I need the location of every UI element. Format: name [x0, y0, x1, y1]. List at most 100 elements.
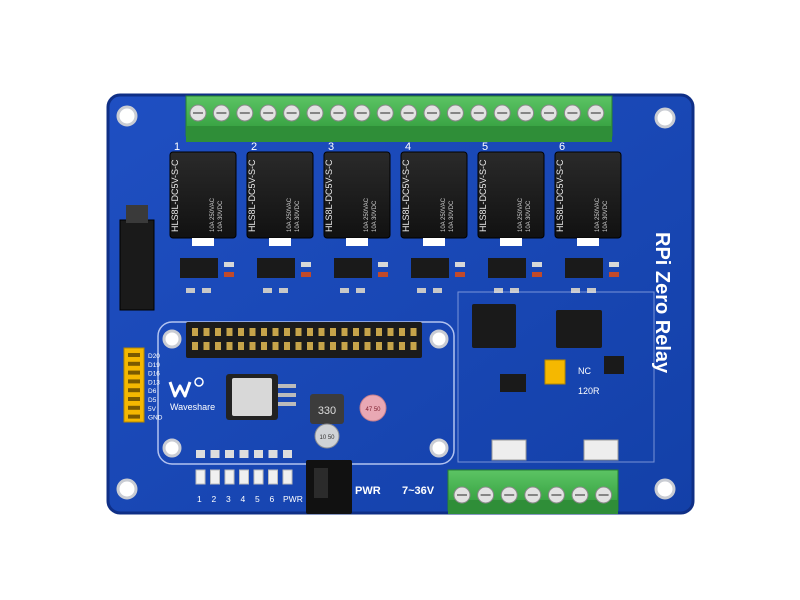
header-pin	[128, 361, 140, 366]
capacitor-silver: 10 50	[314, 423, 340, 449]
relay-number: 5	[482, 141, 488, 153]
led	[268, 469, 278, 485]
gpio-pin	[376, 328, 382, 336]
led-label: PWR	[283, 494, 303, 504]
relay-driver	[565, 258, 619, 293]
relay-rating-text: 10A 30VDC	[526, 200, 532, 232]
gpio-pin	[330, 342, 336, 350]
inductor: 330	[310, 394, 344, 424]
gpio-pin	[295, 342, 302, 350]
relay-rating-text: 10A 250VAC	[595, 197, 601, 232]
gpio-pin	[272, 342, 279, 350]
relay-driver	[180, 258, 234, 293]
led	[210, 469, 220, 485]
gpio-pin	[399, 328, 405, 336]
gpio-pin	[410, 342, 417, 350]
relay-rating-text: 10A 30VDC	[372, 200, 378, 232]
gpio-pin	[249, 342, 256, 350]
led-resistor	[283, 450, 292, 458]
io-header-yellow	[123, 347, 145, 423]
screw-terminal	[540, 104, 558, 122]
screw-terminal	[595, 486, 613, 504]
header-pin-label: D19	[148, 362, 160, 369]
power-label: PWR	[355, 485, 381, 497]
header-pin-label: D16	[148, 371, 160, 378]
gpio-pin	[261, 328, 267, 336]
gpio-pin	[364, 342, 371, 350]
gpio-pin	[261, 342, 267, 350]
screw-terminal	[189, 104, 207, 122]
gpio-pin	[318, 328, 325, 336]
gpio-pin	[399, 342, 405, 350]
led	[239, 469, 249, 485]
dc-power-jack	[306, 460, 352, 514]
gpio-pin	[272, 328, 279, 336]
relay-model-text: HLS8L-DC5V-S-C	[478, 159, 488, 232]
relay-rating-text: 10A 30VDC	[295, 200, 301, 232]
header-pin-label: 5V	[148, 406, 157, 413]
gpio-pin	[203, 328, 210, 336]
voltage-label: 7~36V	[402, 485, 435, 497]
gpio-pin	[203, 342, 210, 350]
screw-terminal	[212, 104, 230, 122]
screw-terminal	[470, 104, 488, 122]
gpio-pin	[376, 342, 382, 350]
screw-terminal	[524, 486, 542, 504]
header-pin-label: GND	[148, 415, 163, 422]
gpio-pin	[410, 328, 417, 336]
relay-number: 1	[174, 141, 180, 153]
brand-text: Waveshare	[170, 402, 215, 412]
relay-model-text: HLS8L-DC5V-S-C	[170, 159, 180, 232]
bottom-terminal-block	[447, 469, 619, 514]
relay-driver	[334, 258, 388, 293]
screw-terminal	[400, 104, 418, 122]
header-pin	[128, 370, 140, 375]
led-label: 5	[255, 494, 260, 504]
screw-terminal	[376, 104, 394, 122]
screw-terminal	[453, 486, 471, 504]
header-pin	[128, 353, 140, 357]
gpio-pin	[387, 328, 394, 336]
led-resistor	[239, 450, 249, 458]
cap-code-2: 10 50	[319, 435, 335, 441]
capacitor-pink: 47 50	[359, 394, 387, 422]
relay-rating-text: 10A 30VDC	[218, 200, 224, 232]
gpio-pin	[341, 328, 348, 336]
relay-number: 4	[405, 141, 411, 153]
gpio-pin	[238, 342, 244, 350]
led	[282, 469, 293, 485]
screw-terminal	[477, 486, 495, 504]
screw-terminal	[500, 486, 518, 504]
screw-terminal	[236, 104, 254, 122]
gpio-40pin-header	[186, 322, 422, 358]
header-pin	[128, 379, 140, 384]
screw-terminal	[423, 104, 441, 122]
header-pin	[128, 397, 140, 401]
screw-terminal	[547, 486, 565, 504]
relay-model-text: HLS8L-DC5V-S-C	[247, 159, 257, 232]
screw-terminal	[571, 486, 589, 504]
header-pin	[128, 388, 140, 393]
gpio-pin	[318, 342, 325, 350]
screw-terminal	[563, 104, 581, 122]
status-leds	[195, 450, 293, 485]
led	[195, 469, 206, 485]
gpio-pin	[249, 328, 256, 336]
screw-terminal	[306, 104, 324, 122]
led-label: 2	[212, 494, 217, 504]
gpio-pin	[307, 328, 313, 336]
left-connector	[119, 205, 155, 311]
led-resistor	[254, 450, 263, 458]
screw-terminal	[517, 104, 535, 122]
relay-rating-text: 10A 250VAC	[364, 197, 370, 232]
relay-number: 3	[328, 141, 334, 153]
screw-terminal	[587, 104, 605, 122]
relay-rating-text: 10A 250VAC	[210, 197, 216, 232]
relay-model-text: HLS8L-DC5V-S-C	[401, 159, 411, 232]
led-label: 6	[270, 494, 275, 504]
relay-model-text: HLS8L-DC5V-S-C	[324, 159, 334, 232]
led-resistor	[210, 450, 220, 458]
